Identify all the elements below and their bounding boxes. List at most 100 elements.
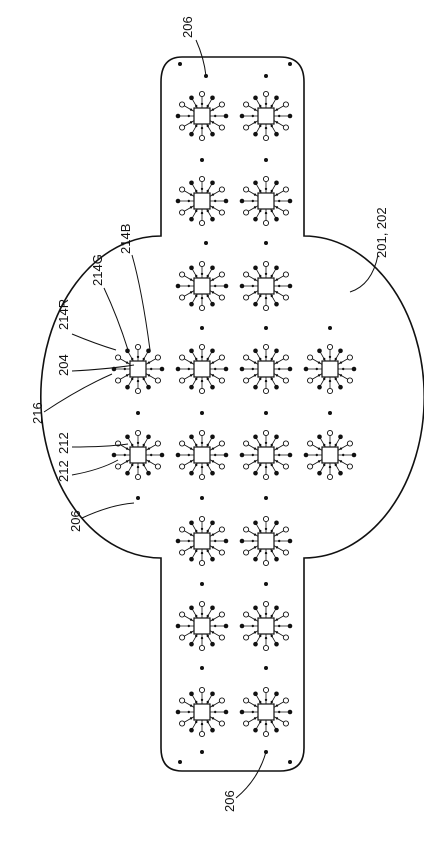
trace-node <box>270 443 273 447</box>
trace-node <box>323 357 326 361</box>
contact-pad <box>262 515 270 523</box>
contact-pad <box>210 384 215 390</box>
led-chip <box>193 617 211 635</box>
trace-node <box>189 704 193 707</box>
trace-node <box>270 720 273 724</box>
trace-node <box>317 447 321 450</box>
trace-node <box>187 710 190 714</box>
contact-pad <box>179 463 186 470</box>
via-dot <box>264 241 268 245</box>
led-cluster <box>175 90 229 142</box>
contact-pad <box>282 440 289 447</box>
contact-pad <box>154 354 161 361</box>
led-cluster <box>175 515 229 567</box>
contact-pad <box>179 101 186 108</box>
trace-node <box>214 624 217 628</box>
trace-node <box>214 367 217 371</box>
leader-214B <box>131 254 151 351</box>
contact-pad <box>198 730 206 738</box>
trace-node <box>259 189 262 193</box>
trace-node <box>200 722 204 726</box>
trace-node <box>206 700 209 704</box>
contact-pad <box>239 623 245 629</box>
trace-node <box>125 361 129 364</box>
trace-node <box>142 357 145 361</box>
trace-node <box>189 206 193 209</box>
led-cluster <box>111 343 165 395</box>
led-chip <box>321 446 339 464</box>
trace-node <box>270 634 273 638</box>
contact-pad <box>179 354 186 361</box>
contact-pad <box>223 538 229 544</box>
contact-pad <box>243 271 250 278</box>
contact-pad <box>253 520 258 526</box>
trace-node <box>275 618 279 621</box>
trace-node <box>195 294 198 298</box>
trace-node <box>251 199 254 203</box>
contact-pad <box>115 377 122 384</box>
contact-pad <box>253 216 258 222</box>
contact-pad <box>274 691 279 697</box>
trace-node <box>200 465 204 469</box>
led-chip <box>257 360 275 378</box>
contact-pad <box>210 605 215 611</box>
via-dot <box>178 760 182 764</box>
trace-node <box>323 463 326 467</box>
trace-node <box>211 546 215 549</box>
contact-pad <box>317 434 322 440</box>
trace-node <box>211 460 215 463</box>
contact-pad <box>175 623 181 629</box>
trace-node <box>251 114 254 118</box>
contact-pad <box>210 216 215 222</box>
label-212-a: 212 <box>56 432 71 454</box>
trace-node <box>275 374 279 377</box>
contact-pad <box>326 387 334 395</box>
contact-pad <box>262 90 270 98</box>
led-cluster <box>175 343 229 395</box>
trace-node <box>264 211 268 215</box>
contact-pad <box>262 134 270 142</box>
trace-node <box>253 278 257 281</box>
trace-node <box>189 108 193 111</box>
contact-pad <box>274 641 279 647</box>
contact-pad <box>189 301 194 307</box>
trace-node <box>187 367 190 371</box>
contact-pad <box>282 463 289 470</box>
contact-pad <box>179 377 186 384</box>
contact-pad <box>223 113 229 119</box>
trace-node <box>200 698 204 702</box>
contact-pad <box>326 473 334 481</box>
contact-pad <box>262 429 270 437</box>
trace-node <box>251 284 254 288</box>
via-dot <box>200 496 204 500</box>
contact-pad <box>307 354 314 361</box>
contact-pad <box>210 95 215 101</box>
contact-pad <box>274 520 279 526</box>
trace-node <box>200 527 204 531</box>
contact-pad <box>175 198 181 204</box>
via-dot <box>264 582 268 586</box>
contact-pad <box>274 556 279 562</box>
trace-node <box>259 700 262 704</box>
led-chip <box>129 446 147 464</box>
trace-node <box>187 114 190 118</box>
trace-node <box>195 377 198 381</box>
trace-node <box>264 465 268 469</box>
via-dot <box>264 411 268 415</box>
contact-pad <box>223 623 229 629</box>
trace-node <box>315 453 318 457</box>
contact-pad <box>134 387 142 395</box>
contact-pad <box>223 366 229 372</box>
trace-node <box>211 108 215 111</box>
trace-node <box>264 636 268 640</box>
contact-pad <box>274 470 279 476</box>
trace-node <box>334 463 337 467</box>
leader-206-bottom <box>235 751 267 799</box>
contact-pad <box>125 434 130 440</box>
trace-node <box>278 539 281 543</box>
trace-node <box>211 291 215 294</box>
contact-pad <box>210 131 215 137</box>
trace-node <box>270 274 273 278</box>
label-216: 216 <box>30 402 45 424</box>
contact-pad <box>243 124 250 131</box>
